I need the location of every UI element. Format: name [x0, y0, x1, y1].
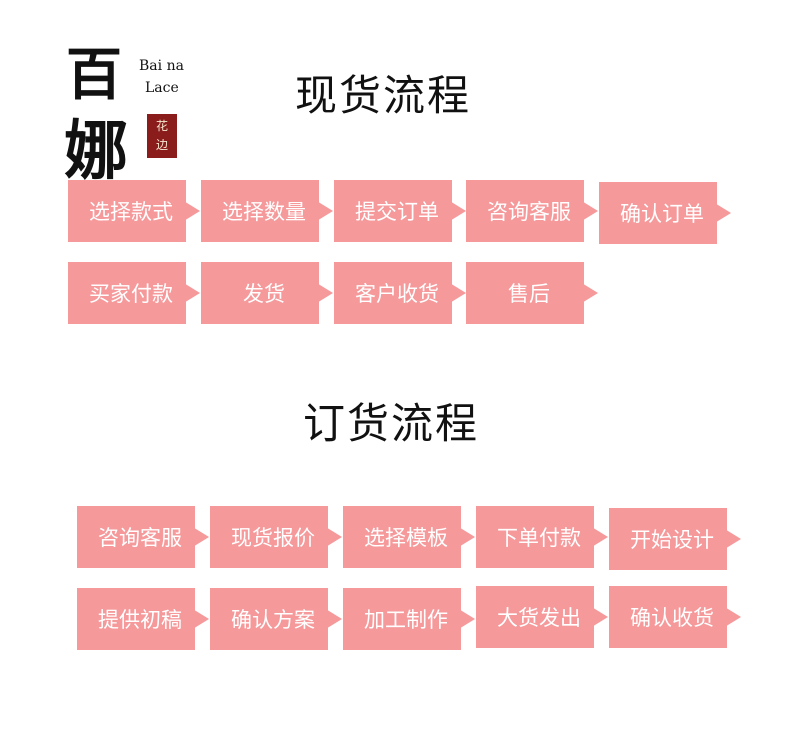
spot-step-4: 咨询客服	[466, 180, 598, 242]
spot-step-6: 买家付款	[68, 262, 200, 324]
order-process-title: 订货流程	[303, 399, 480, 448]
logo-char-na: 娜	[64, 114, 128, 189]
seal-char-2: 边	[155, 138, 168, 152]
order-step-9: 大货发出	[476, 586, 608, 648]
spot-step-8: 客户收货	[334, 262, 466, 324]
spot-step-5: 确认订单	[599, 182, 731, 244]
logo-latin-line2: Lace	[145, 80, 179, 96]
spot-step-7: 发货	[201, 262, 333, 324]
order-step-3: 选择模板	[343, 506, 475, 568]
spot-process-title: 现货流程	[295, 71, 472, 120]
logo-char-bai: 百	[66, 42, 122, 108]
seal-char-1: 花	[155, 119, 168, 133]
order-step-2: 现货报价	[210, 506, 342, 568]
spot-step-9: 售后	[466, 262, 598, 324]
order-step-10: 确认收货	[609, 586, 741, 648]
order-step-7: 确认方案	[210, 588, 342, 650]
order-step-4: 下单付款	[476, 506, 608, 568]
logo-seal: 花 边	[147, 114, 177, 158]
order-step-6: 提供初稿	[77, 588, 209, 650]
order-step-1: 咨询客服	[77, 506, 209, 568]
order-step-8: 加工制作	[343, 588, 475, 650]
order-step-5: 开始设计	[609, 508, 741, 570]
logo-latin-line1: Bai na	[139, 58, 184, 74]
spot-step-2: 选择数量	[201, 180, 333, 242]
spot-step-1: 选择款式	[68, 180, 200, 242]
spot-step-3: 提交订单	[334, 180, 466, 242]
